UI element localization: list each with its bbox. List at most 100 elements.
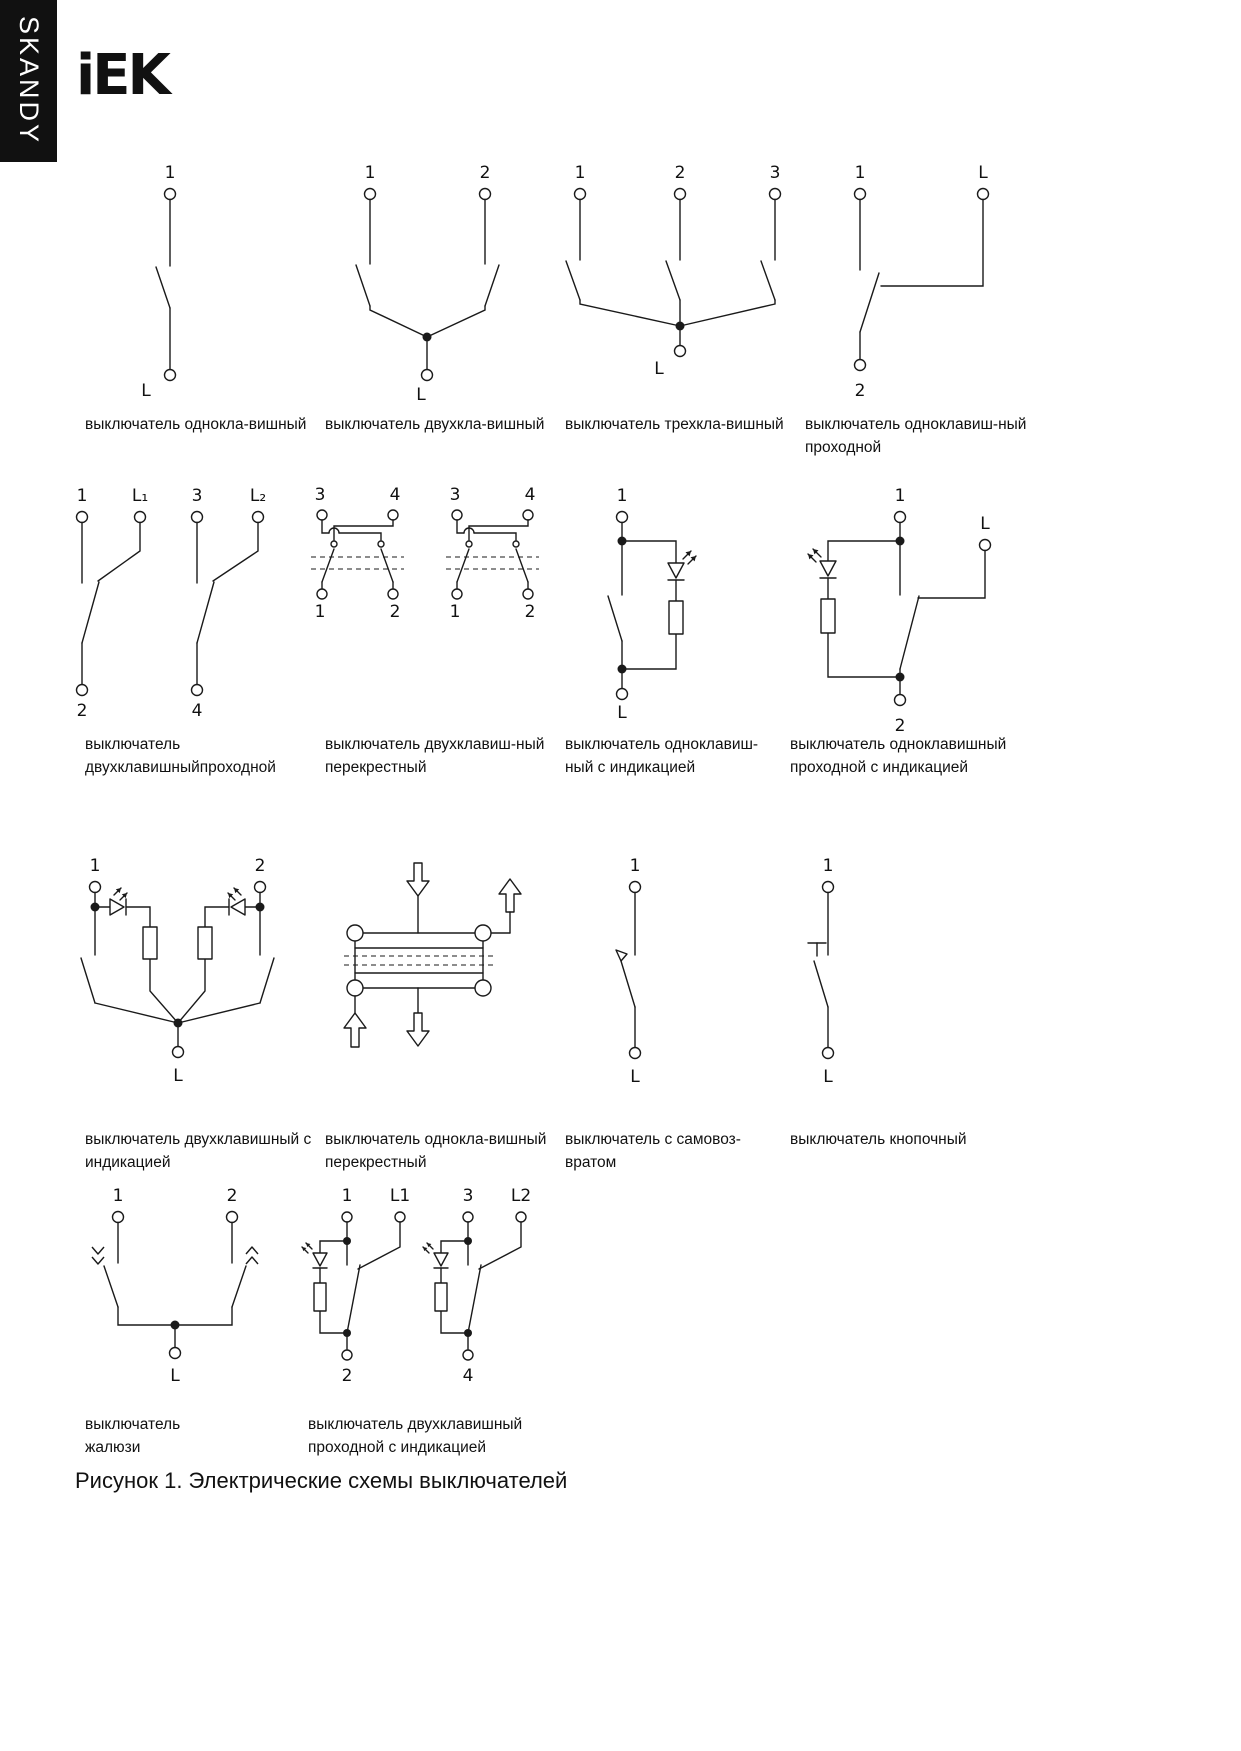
diagram-three-gang-switch: 1 2 3 L (553, 160, 798, 417)
terminal-label: L (416, 385, 426, 405)
diagram-caption: выключатель двухклавиш-ный перекрестный (325, 736, 545, 777)
wires (103, 1221, 247, 1348)
diagram-caption: выключатель трехкла-вишный (565, 416, 784, 433)
terminal (163, 187, 177, 201)
terminal-label: L (170, 1366, 180, 1386)
junction-node (464, 1237, 472, 1245)
terminal-label: 1 (365, 163, 376, 183)
terminal-label: 1 (90, 856, 101, 876)
diagram-push-button-switch: 1 L (766, 855, 891, 1100)
diagram-one-gang-switch: 1 L (60, 160, 280, 417)
terminal-label: 1 (823, 856, 834, 876)
terminal (387, 588, 399, 600)
two-gang-indicator-schematic: 1 2 (80, 856, 275, 1086)
resistor (820, 598, 836, 634)
diagram-two-gang-crossover: 3 4 1 2 3 4 (305, 485, 555, 638)
terminal-label: L (654, 359, 664, 379)
contact (512, 540, 520, 548)
terminal (893, 510, 907, 524)
terminal-label: L (978, 163, 988, 183)
led-indicator (667, 550, 697, 581)
up-direction-arrows-icon (245, 1246, 259, 1265)
one-gang-switch-schematic: 1 L (141, 163, 177, 401)
terminal-label: 2 (390, 602, 401, 622)
diagram-caption: выключатель однокла-вишный перекрестный (325, 1131, 547, 1172)
terminal (111, 1210, 125, 1224)
terminal (976, 187, 990, 201)
terminal (821, 1046, 835, 1060)
brand-vertical-label: SKANDY (14, 16, 44, 146)
terminal (522, 588, 534, 600)
wires (859, 198, 984, 360)
terminal (394, 1211, 406, 1223)
pivot (346, 979, 364, 997)
terminal-label: 2 (342, 1366, 353, 1386)
terminal (341, 1211, 353, 1223)
wires (620, 891, 636, 1048)
three-gang-switch-schematic: 1 2 3 L (565, 163, 782, 379)
terminal-label: 1 (855, 163, 866, 183)
terminal-label: 1 (450, 602, 461, 622)
terminal (615, 510, 629, 524)
diagram-two-gang-two-way-indicator: 1 L1 3 L2 (300, 1185, 542, 1402)
wires (607, 521, 677, 689)
junction-node (173, 1018, 183, 1028)
rocker-frame (344, 932, 494, 989)
terminal-label: 1 (315, 602, 326, 622)
diagram-one-gang-crossover-mech (330, 855, 540, 1095)
push-button-schematic: 1 L (807, 856, 835, 1087)
terminal (88, 880, 102, 894)
terminal-label: 4 (525, 485, 536, 505)
diagram-caption: выключатель с самовоз- вратом (565, 1131, 741, 1172)
down-direction-arrows-icon (91, 1246, 105, 1265)
terminal (573, 187, 587, 201)
diagram-shutter-switch: 1 2 L (58, 1185, 298, 1402)
diagram-one-gang-two-way: 1 L 2 (805, 160, 1050, 420)
terminal-label: 4 (192, 701, 203, 721)
junction-node (464, 1329, 472, 1337)
wires (155, 198, 171, 370)
led-indicator (301, 1242, 328, 1269)
terminal (190, 683, 204, 697)
terminal-label: 2 (525, 602, 536, 622)
terminal-label: 1 (113, 1186, 124, 1206)
terminal (978, 538, 992, 552)
terminal (225, 1210, 239, 1224)
up-arrow-icon (498, 878, 522, 913)
one-gang-indicator-schematic: 1 L (607, 486, 697, 723)
junction-node (617, 536, 627, 546)
terminal-label: 1 (165, 163, 176, 183)
down-arrow-icon (406, 862, 430, 897)
terminal (253, 880, 267, 894)
terminal (341, 1349, 353, 1361)
diagram-one-gang-indicator: 1 L (558, 485, 743, 740)
contact (377, 540, 385, 548)
terminal (133, 510, 147, 524)
terminal-label: L2 (511, 1186, 531, 1206)
logo-text: iEK (76, 44, 173, 106)
led-indicator (227, 887, 246, 916)
terminal-label: 1 (342, 1186, 353, 1206)
diagram-caption: выключатель кнопочный (790, 1131, 967, 1148)
wires (827, 521, 986, 695)
terminal-label: L (617, 703, 627, 723)
diagram-caption: выключатель жалюзи (85, 1416, 181, 1457)
diagram-momentary-switch: 1 L (573, 855, 698, 1100)
shutter-switch-schematic: 1 2 L (91, 1186, 259, 1386)
contact (465, 540, 473, 548)
resistor (313, 1282, 327, 1312)
diagram-caption: выключатель двухкла-вишный (325, 416, 545, 433)
resistor (668, 600, 684, 635)
terminal-label: L (630, 1067, 640, 1087)
terminal-label: 2 (227, 1186, 238, 1206)
one-gang-two-way-schematic: 1 L 2 (853, 163, 990, 401)
terminal (893, 693, 907, 707)
terminal (853, 358, 867, 372)
wires (311, 519, 404, 590)
diagram-caption: выключатель одноклавиш- ный с индикацией (565, 736, 759, 777)
contact (330, 540, 338, 548)
terminal-label: L (141, 381, 151, 401)
terminal-label: 3 (315, 485, 326, 505)
diagram-caption: выключатель одноклавишный проходной с ин… (790, 736, 1007, 777)
down-arrow-icon (406, 1012, 430, 1047)
